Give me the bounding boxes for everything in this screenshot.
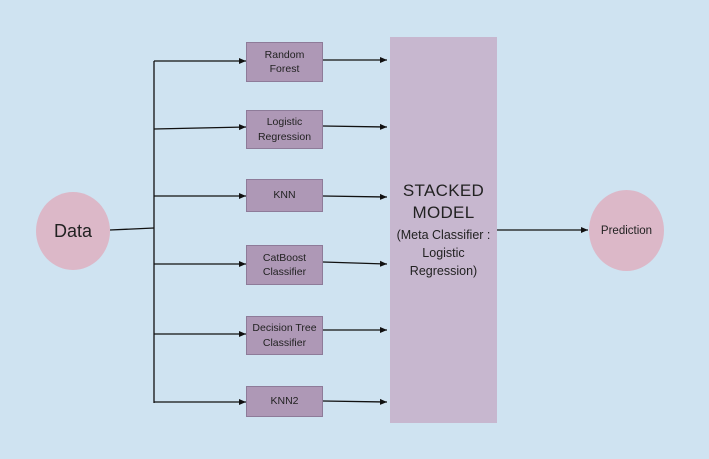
prediction-label: Prediction xyxy=(600,224,653,237)
branch-arrow-logistic-regression xyxy=(153,124,247,131)
model-label-decision-tree: Decision Tree Classifier xyxy=(252,322,317,349)
prediction-node: Prediction xyxy=(589,190,664,271)
model-label-knn: KNN xyxy=(273,189,296,202)
data-label: Data xyxy=(53,220,93,241)
model-box-random-forest: Random Forest xyxy=(246,42,323,82)
model-arrow-knn2 xyxy=(322,398,388,405)
model-box-catboost: CatBoost Classifier xyxy=(246,245,323,285)
model-label-catboost: CatBoost Classifier xyxy=(262,251,307,278)
stacked-model-box: STACKED MODEL (Meta Classifier : Logisti… xyxy=(390,37,497,423)
stacked-model-subtitle: (Meta Classifier : Logistic Regression) xyxy=(396,227,491,279)
model-box-knn: KNN xyxy=(246,179,323,212)
data-node: Data xyxy=(36,192,110,270)
model-label-logistic-regression: Logistic Regression xyxy=(257,116,312,143)
model-arrow-catboost xyxy=(322,260,388,267)
data-connector xyxy=(109,227,155,231)
model-box-knn2: KNN2 xyxy=(246,386,323,417)
model-box-decision-tree: Decision Tree Classifier xyxy=(246,316,323,355)
model-arrow-logistic-regression xyxy=(322,123,388,130)
model-arrow-knn xyxy=(322,193,388,200)
model-label-knn2: KNN2 xyxy=(270,395,299,408)
model-label-random-forest: Random Forest xyxy=(264,48,305,75)
model-box-logistic-regression: Logistic Regression xyxy=(246,110,323,149)
stacked-model-title: STACKED MODEL xyxy=(402,180,485,222)
